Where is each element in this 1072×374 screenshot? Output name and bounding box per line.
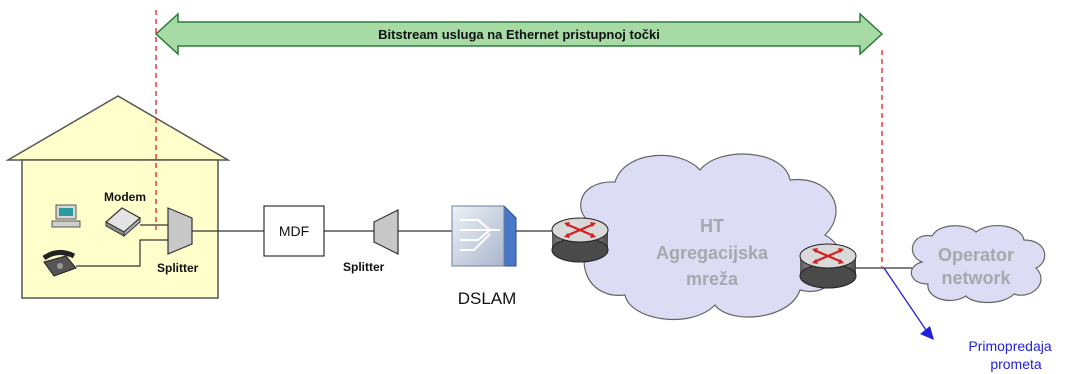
dslam-label: DSLAM xyxy=(458,289,517,308)
operator-cloud-line1: Operator xyxy=(938,245,1014,265)
banner-text: Bitstream usluga na Ethernet pristupnoj … xyxy=(378,27,660,42)
handover-label-line1: Primopredaja xyxy=(968,338,1051,354)
phone-icon xyxy=(42,250,77,277)
operator-cloud-line2: network xyxy=(941,268,1011,288)
router-icon-1 xyxy=(551,217,609,263)
house-splitter-icon xyxy=(167,207,193,255)
dslam-splitter-icon xyxy=(373,209,399,255)
ht-cloud-line2: Agregacijska xyxy=(656,243,769,263)
handover-label-line2: prometa xyxy=(990,356,1042,372)
house-wiring xyxy=(76,224,168,267)
house-splitter-label: Splitter xyxy=(157,261,199,275)
dslam-splitter-label: Splitter xyxy=(343,260,385,274)
router-icon-2 xyxy=(799,243,857,289)
ht-cloud-line3: mreža xyxy=(686,269,739,289)
modem-label: Modem xyxy=(104,190,146,204)
modem-icon xyxy=(104,207,142,238)
dslam-icon xyxy=(451,205,517,267)
mdf-label: MDF xyxy=(279,223,309,239)
operator-network-cloud: Operator network xyxy=(910,225,1046,304)
ht-cloud-line1: HT xyxy=(700,216,724,236)
ht-aggregation-cloud: HT Agregacijska mreža xyxy=(580,153,843,321)
bitstream-banner: Bitstream usluga na Ethernet pristupnoj … xyxy=(154,12,884,56)
banner-arrow xyxy=(154,12,884,56)
handover-arrow xyxy=(883,267,934,340)
house-roof xyxy=(5,95,231,161)
mdf-box: MDF xyxy=(263,205,325,257)
computer-icon xyxy=(51,204,81,228)
